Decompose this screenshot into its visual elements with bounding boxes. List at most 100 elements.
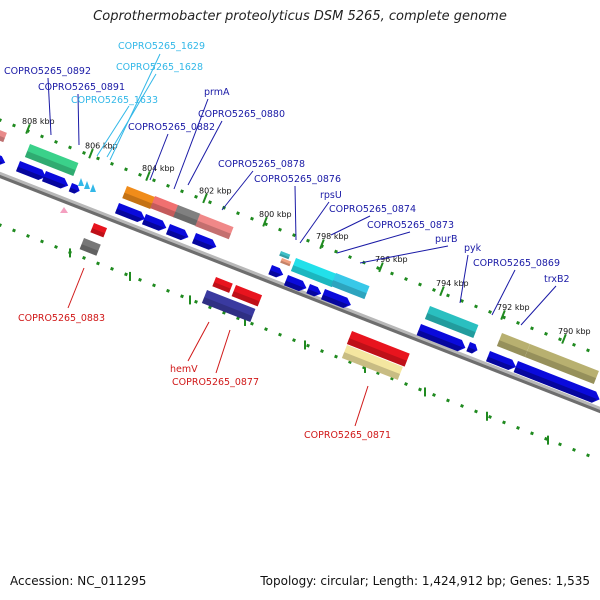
kbp-label: 802 kbp [199, 186, 232, 195]
feature-block-red-shade [346, 338, 407, 367]
cds-arrow-shape [416, 324, 466, 352]
inner-tick-mark [376, 371, 380, 375]
map-title: Coprothermobacter proteolyticus DSM 5265… [93, 9, 507, 24]
inner-tick-mark [446, 398, 450, 403]
cds-arrow [466, 342, 478, 354]
cds-arrow [165, 224, 189, 241]
feature-block-red-face [90, 223, 108, 238]
cds-arrow-shade [306, 289, 319, 297]
kbp-label: 792 kbp [497, 303, 530, 312]
label-leader-line [330, 215, 371, 236]
feature-block-red-shade [90, 228, 106, 238]
inner-tick-mark [40, 239, 44, 244]
inner-tick-mark [348, 360, 352, 365]
label-leader-line [459, 254, 469, 304]
feature-block-navy-face [201, 290, 256, 322]
feature-block-pink-face [0, 127, 7, 143]
feature-block-salmon [150, 196, 180, 218]
inner-tick-mark [404, 382, 408, 386]
outer-tick-mark [250, 216, 254, 221]
feature-block-teal [424, 306, 479, 338]
cds-arrow-shade [114, 208, 143, 222]
outer-tick-mark [12, 123, 16, 128]
feature-block-olive [496, 333, 530, 357]
inner-tick-mark [194, 299, 198, 304]
inner-tick-mark [110, 266, 114, 271]
inner-tick-mark [82, 255, 86, 260]
inner-tick-mark [54, 244, 58, 249]
feature-block-red [212, 277, 233, 293]
outer-tick-mark [194, 194, 198, 199]
inner-tick-mark [292, 338, 296, 343]
gene-label: COPRO5265_0892 [4, 66, 91, 77]
feature-block-small [280, 258, 292, 267]
label-leader-line [47, 77, 52, 136]
gene-label: pyk [464, 243, 482, 254]
gene-label: COPRO5265_1628 [116, 62, 203, 73]
outer-tick-mark [488, 309, 492, 314]
outer-tick-mark [404, 277, 408, 281]
label-leader-line [359, 245, 449, 264]
label-leader-line [491, 269, 516, 316]
cds-arrow-shape [283, 275, 307, 292]
label-leader-line [520, 285, 557, 326]
inner-tick-mark [586, 453, 590, 458]
major-tick [88, 148, 94, 159]
label-leader-line [106, 73, 157, 158]
inner-tick-mark [572, 447, 576, 452]
inner-tick-mark [0, 223, 2, 227]
inner-tick-mark [236, 316, 240, 321]
feature-block-cream [341, 345, 403, 380]
cds-arrow [0, 153, 6, 166]
feature-block-cyan-face [330, 273, 370, 300]
cds-arrow [15, 161, 46, 180]
inner-tick-mark [474, 409, 478, 414]
label-leader-line [221, 170, 254, 211]
gene-label: COPRO5265_0869 [473, 258, 560, 269]
feature-block-orange-face [122, 186, 155, 210]
gene-label: hemV [170, 364, 198, 375]
feature-block-olive [524, 344, 599, 385]
inner-tick-mark [152, 283, 156, 288]
outer-tick-mark [54, 139, 58, 144]
cds-arrow-shape [191, 233, 217, 250]
outer-tick-mark [572, 342, 576, 347]
cds-arrow [485, 351, 516, 370]
inner-tick-mark [432, 393, 436, 397]
feature-block-salmon-face [150, 196, 180, 218]
outer-tick-mark [152, 178, 156, 183]
outer-tick-mark [530, 326, 534, 331]
inner-tick-mark [390, 376, 394, 381]
feature-block-grey [79, 238, 101, 256]
outer-tick-mark [516, 320, 520, 325]
cds-arrow [283, 275, 307, 292]
feature-block-red-face [212, 277, 233, 293]
gene-label: COPRO5265_0876 [254, 174, 341, 185]
feature-block-cream-face [341, 345, 403, 380]
inner-tick-mark [180, 294, 184, 299]
cds-arrow [191, 233, 217, 250]
kbp-label: 796 kbp [375, 255, 408, 264]
major-tick [378, 262, 384, 273]
feature-block-olive-face [524, 344, 599, 385]
outer-tick-mark [82, 150, 86, 155]
feature-block-salmon-face [195, 214, 234, 240]
cds-arrow [68, 183, 80, 194]
gene-label: COPRO5265_0871 [304, 430, 391, 441]
feature-block-small-face [279, 251, 291, 260]
cds-arrow-shade [283, 280, 304, 292]
cds-arrow-shape [0, 153, 6, 166]
outer-tick-mark [334, 249, 338, 254]
cds-arrow-shape [513, 361, 600, 403]
outer-tick-mark [166, 183, 170, 188]
feature-block-olive-shade [496, 340, 528, 357]
feature-block-red [346, 331, 410, 367]
outer-tick-mark [460, 299, 464, 303]
outer-tick-mark [208, 200, 212, 205]
gene-label: COPRO5265_0873 [367, 220, 454, 231]
inner-tick-mark [222, 310, 226, 315]
feature-block-navy [201, 290, 256, 322]
cds-arrow-shade [68, 187, 78, 194]
inner-tick-mark [558, 442, 562, 447]
label-leader-line [109, 53, 161, 161]
